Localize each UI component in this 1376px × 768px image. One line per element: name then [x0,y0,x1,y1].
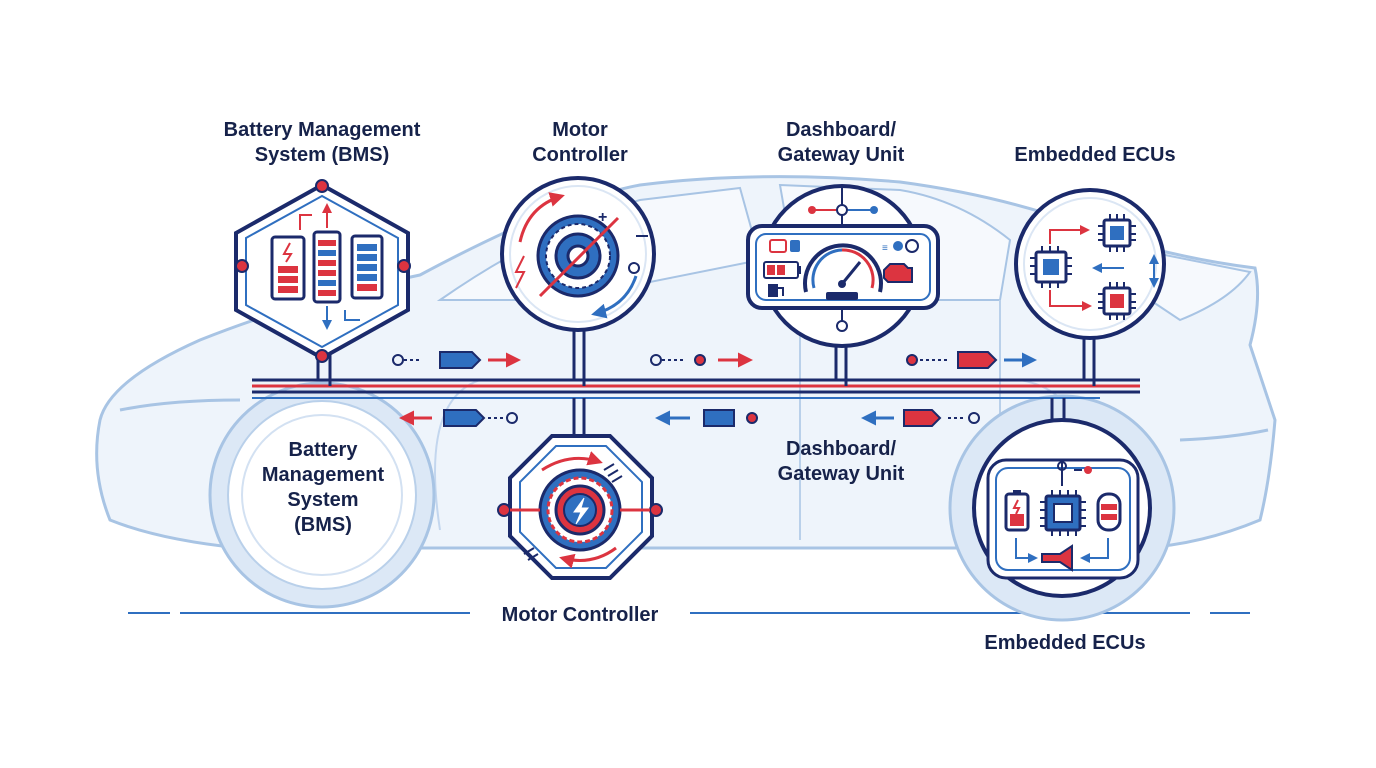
packet-lower-1 [399,409,518,427]
bms-node [234,179,411,363]
dashboard-top-label: Dashboard/ Gateway Unit [777,119,905,166]
chip-battery-icon [1004,460,1122,572]
dashboard-node: ≡ [746,184,940,348]
motor-controller-bottom-node [497,434,663,580]
ecus-bottom-label: Embedded ECUs [984,632,1146,654]
motor-controller-top-label: Motor Controller [532,119,628,166]
motor-lightning-icon [510,451,650,569]
battery-cells-icon [270,203,384,330]
svg-text:≡: ≡ [882,243,888,254]
front-wheel [208,381,436,609]
bms-wheel-label: Battery Management System (BMS) [261,439,385,536]
signal-packets [392,351,1037,427]
packet-upper-3 [906,351,1037,369]
bms-top-label: Battery Management System (BMS) [223,119,421,166]
engine-warning-icon [883,263,913,283]
battery-gauge-icon [763,261,801,279]
dashboard-mid-label: Dashboard/ Gateway Unit [777,438,905,485]
ecus-top-label: Embedded ECUs [1014,144,1176,166]
packet-lower-2 [655,409,758,427]
ecus-node [1014,188,1166,340]
status-indicators-icon: ≡ [769,239,919,254]
packet-upper-1 [392,351,521,369]
motor-rotor-icon: + [514,192,648,319]
motor-controller-bottom-label: Motor Controller [501,604,659,626]
packet-upper-2 [650,352,753,368]
network-bus [252,310,1140,438]
fuel-pump-icon [768,284,784,297]
ecus-bottom-node [972,418,1152,598]
microchip-icon [1030,214,1159,320]
svg-text:+: + [598,209,607,226]
packet-lower-3 [861,409,980,427]
speedometer-icon [803,243,883,300]
motor-controller-node: + [500,176,656,332]
